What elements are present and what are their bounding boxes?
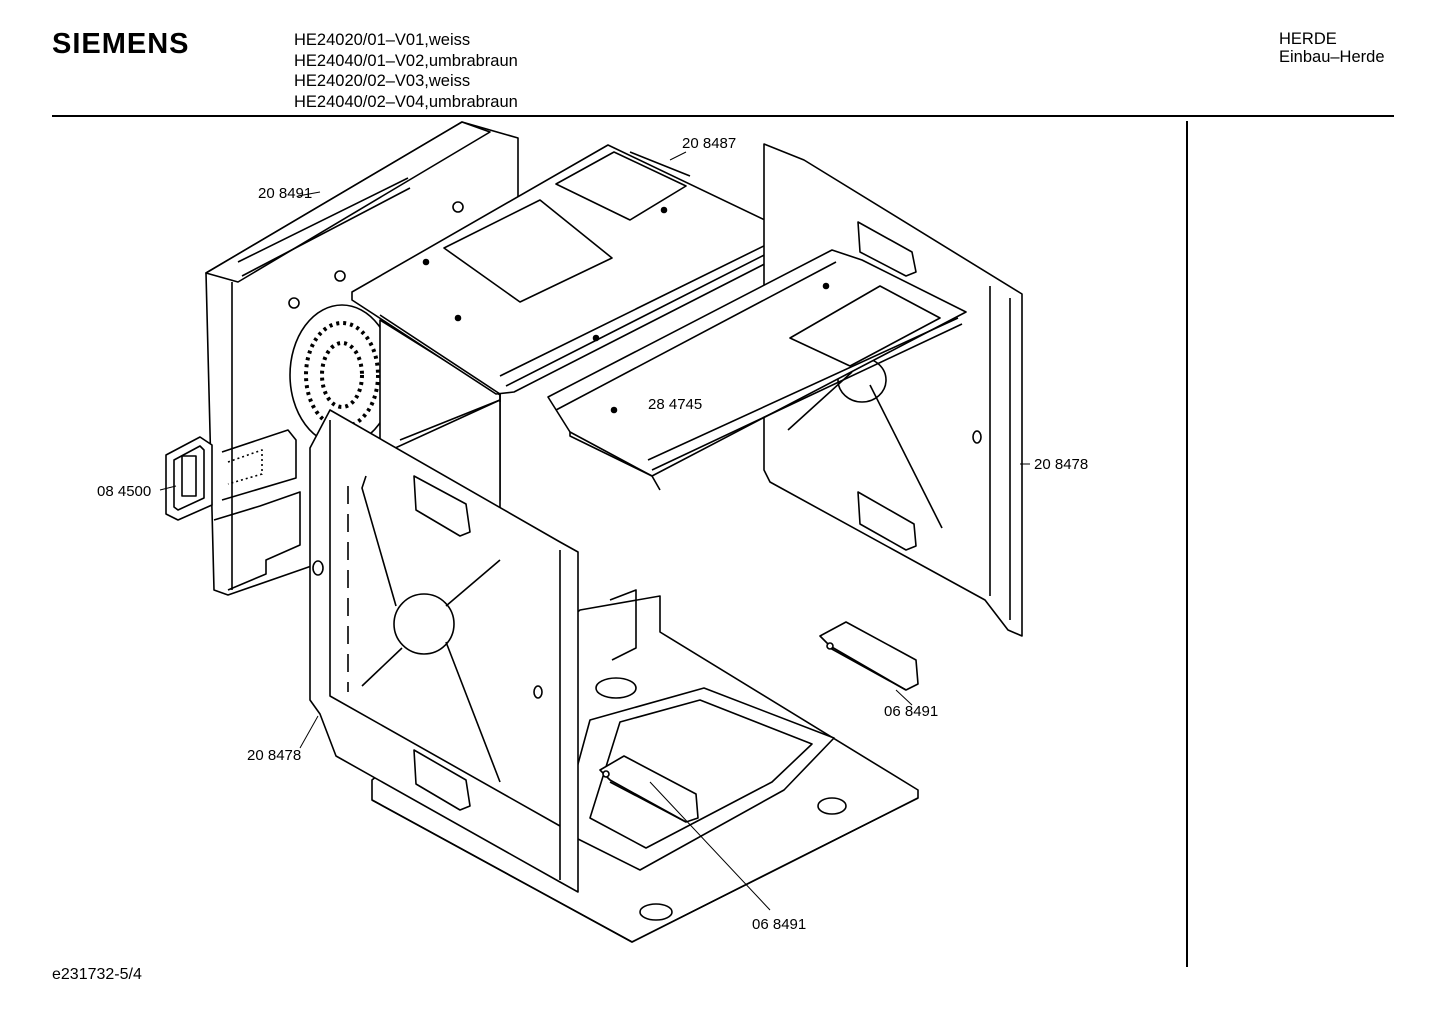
- category-block: HERDE Einbau–Herde: [1279, 30, 1385, 66]
- model-list: HE24020/01–V01,weiss HE24040/01–V02,umbr…: [294, 30, 518, 112]
- part-label: 08 4500: [97, 483, 151, 500]
- model-line: HE24040/01–V02,umbrabraun: [294, 51, 518, 70]
- side-rule: [1186, 121, 1188, 967]
- part-label: 20 8478: [1034, 456, 1088, 473]
- leader-lines: [159, 151, 1030, 911]
- document-number: e231732-5/4: [52, 966, 142, 983]
- model-line: HE24020/02–V03,weiss: [294, 72, 471, 90]
- front-panel: [309, 409, 579, 893]
- bracket-08-4500: [165, 429, 297, 521]
- part-label: 28 4745: [648, 396, 702, 413]
- part-label: 06 8491: [752, 916, 806, 933]
- clip-lower: [599, 755, 699, 823]
- shelf-tray: [547, 249, 967, 491]
- part-label: 20 8478: [247, 747, 301, 764]
- model-line: HE24020/01–V01,weiss: [294, 31, 471, 49]
- category-subtitle: Einbau–Herde: [1279, 48, 1385, 66]
- clip-upper: [819, 621, 919, 691]
- part-label: 20 8487: [682, 135, 736, 152]
- top-cover-plate: [351, 144, 793, 402]
- category-title: HERDE: [1279, 30, 1337, 48]
- header-rule: [52, 115, 1394, 117]
- model-line: HE24040/02–V04,umbrabraun: [294, 92, 518, 111]
- part-label: 06 8491: [884, 703, 938, 720]
- brand-logo: SIEMENS: [52, 28, 190, 60]
- part-label: 20 8491: [258, 185, 312, 202]
